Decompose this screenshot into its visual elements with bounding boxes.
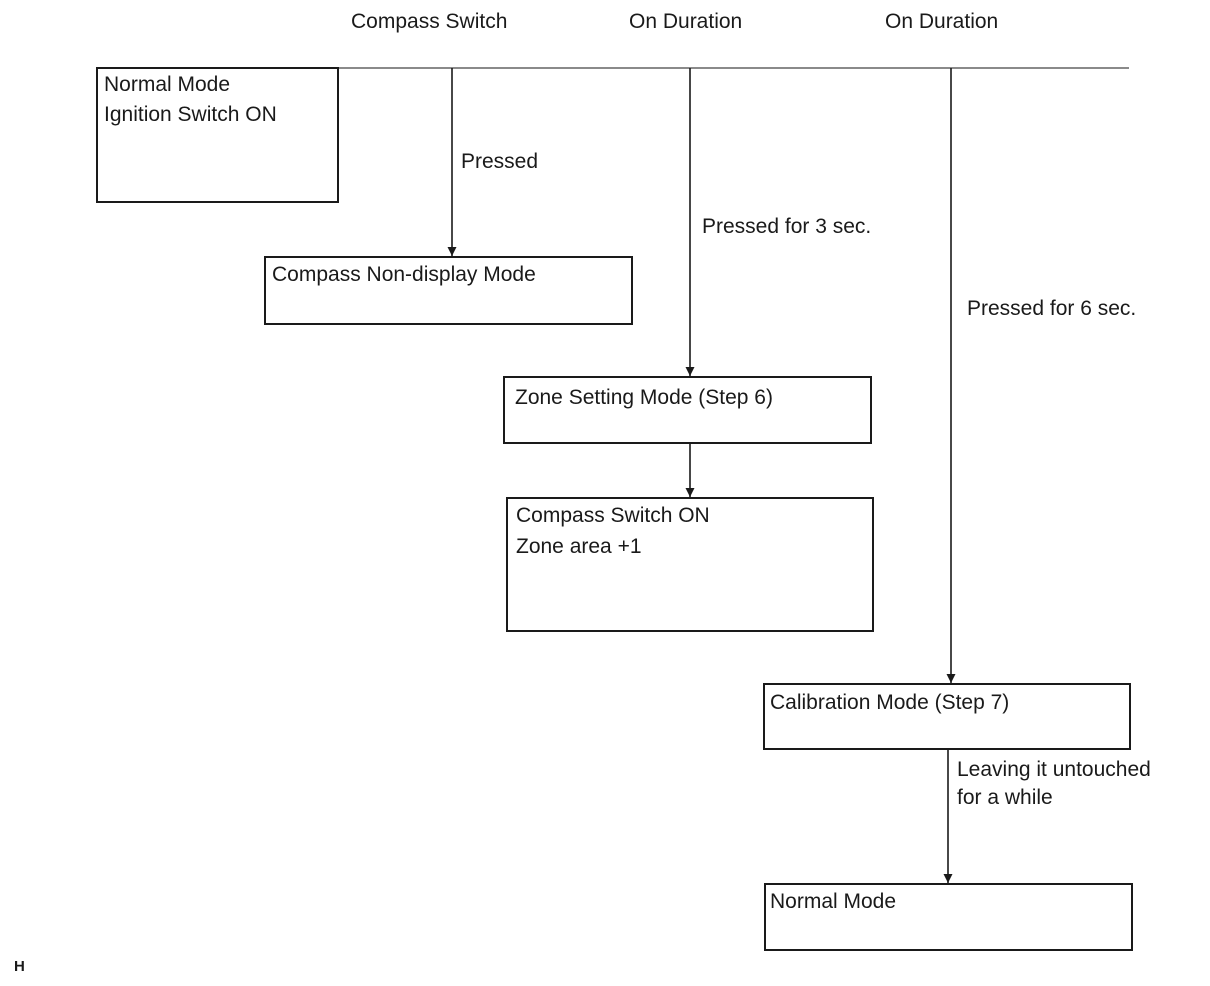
label-pressed: Pressed: [461, 150, 538, 173]
box-zone-setting: Zone Setting Mode (Step 6): [503, 376, 872, 444]
box-normal-mode-start-line2: Ignition Switch ON: [104, 103, 277, 126]
box-compass-non-display-line1: Compass Non-display Mode: [272, 263, 536, 286]
label-pressed-3-sec: Pressed for 3 sec.: [702, 215, 871, 238]
box-normal-mode-end: Normal Mode: [764, 883, 1133, 951]
header-on-duration-2: On Duration: [885, 10, 998, 33]
box-calibration-line1: Calibration Mode (Step 7): [770, 691, 1009, 714]
header-compass-switch: Compass Switch: [351, 10, 507, 33]
box-normal-mode-start: Normal Mode Ignition Switch ON: [96, 67, 339, 203]
label-untouched-line2: for a while: [957, 786, 1053, 809]
label-untouched-line1: Leaving it untouched: [957, 758, 1151, 781]
box-compass-switch-on-line1: Compass Switch ON: [516, 504, 710, 527]
box-compass-switch-on-line2: Zone area +1: [516, 535, 642, 558]
box-compass-non-display: Compass Non-display Mode: [264, 256, 633, 325]
box-normal-mode-start-line1: Normal Mode: [104, 73, 230, 96]
box-compass-switch-on: Compass Switch ON Zone area +1: [506, 497, 874, 632]
box-normal-mode-end-line1: Normal Mode: [770, 890, 896, 913]
header-on-duration-1: On Duration: [629, 10, 742, 33]
footer-mark: H: [14, 958, 25, 975]
box-calibration: Calibration Mode (Step 7): [763, 683, 1131, 750]
label-pressed-6-sec: Pressed for 6 sec.: [967, 297, 1136, 320]
box-zone-setting-line1: Zone Setting Mode (Step 6): [515, 386, 773, 409]
